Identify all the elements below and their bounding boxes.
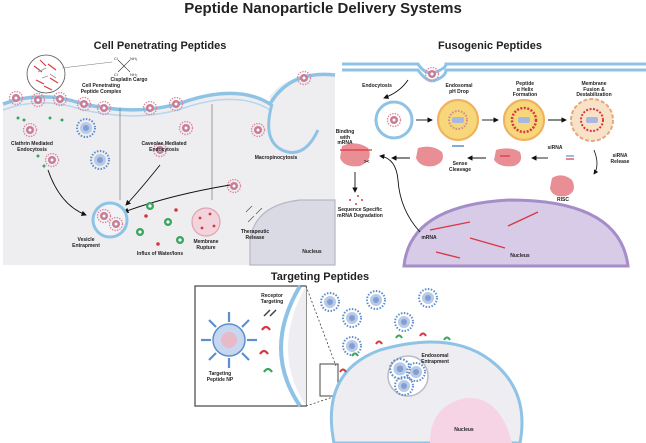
vesicle [91,201,129,239]
mrna-strands [429,211,539,259]
label-ph-drop: Endosomal pH Drop [445,83,473,95]
label-macro: Macropinocytosis [254,155,298,161]
endosome-stage-1 [374,100,414,140]
target-title: Targeting Peptides [270,271,370,283]
label-sense: Sense Cleavage [449,161,471,173]
target-nucleus [430,397,512,443]
svg-text:✂: ✂ [364,158,370,166]
svg-text:NH₃: NH₃ [130,72,138,77]
label-endocytosis: Endocytosis [362,83,392,89]
cisplatin-structure [117,59,131,73]
label-fuso-nucleus: Nucleus [510,253,530,259]
label-degradation: Sequence Specific mRNA Degradation [337,207,383,219]
label-sirna: siRNA [547,145,563,151]
fuso-title: Fusogenic Peptides [438,40,542,52]
label-helix: Peptide α Helix Formation [512,81,538,98]
label-receptor: Receptor Targeting [260,293,284,305]
label-caveolae: Caveolae Mediated Endocytosis [141,141,187,153]
risc-binding [340,143,370,167]
cpp-panel: Cl NH₃ Cl NH₃ [2,54,336,266]
label-target-nucleus: Nucleus [454,427,474,433]
membrane-rupture [191,207,221,237]
svg-text:NH₃: NH₃ [130,56,138,61]
label-clathrin: Clathrin Mediated Endocytosis [11,141,53,153]
endosome-stage-3 [502,98,546,142]
label-release: Therapeutic Release [240,229,270,241]
fuso-membrane [342,62,646,75]
label-cpp-nucleus: Nucleus [302,249,322,255]
svg-text:Cl: Cl [114,56,118,61]
fuso-nucleus [402,198,630,268]
label-risc: RISC [557,197,569,203]
label-entrapment: Endosomal Entrapment [421,353,449,365]
label-targeting-np: Targeting Peptide NP [206,371,234,383]
figure-title: Peptide Nanoparticle Delivery Systems [184,0,462,17]
cpp-nucleus [249,199,336,266]
label-influx: Influx of Water/Ions [136,251,184,257]
fuso-panel: ✂ [340,62,646,268]
label-vesicle: Vesicle Entrapment [72,237,100,249]
label-mrna: mRNA [421,235,437,241]
cpp-cytoplasm [3,74,335,266]
label-binding: Binding with mRNA [335,129,355,146]
zoom-targeting-np [201,312,257,368]
label-sirna-release: siRNA Release [610,153,630,165]
endosome-stage-4 [570,98,614,142]
target-panel [194,284,524,443]
label-fusion: Membrane Fusion & Destabilization [576,81,612,98]
risc-complex [550,175,574,197]
label-cpp-complex: Cell Penetrating Peptide Complex [80,83,122,95]
zoom-receptors [259,309,277,373]
label-cisplatin: Cisplatin Cargo [110,77,148,83]
cpp-complex-zoom [26,54,66,94]
water-ions [136,202,184,246]
endosome-stage-2 [436,98,480,142]
svg-text:Cl: Cl [114,72,118,77]
cpp-title: Cell Penetrating Peptides [93,40,227,52]
label-rupture: Membrane Rupture [193,239,219,251]
